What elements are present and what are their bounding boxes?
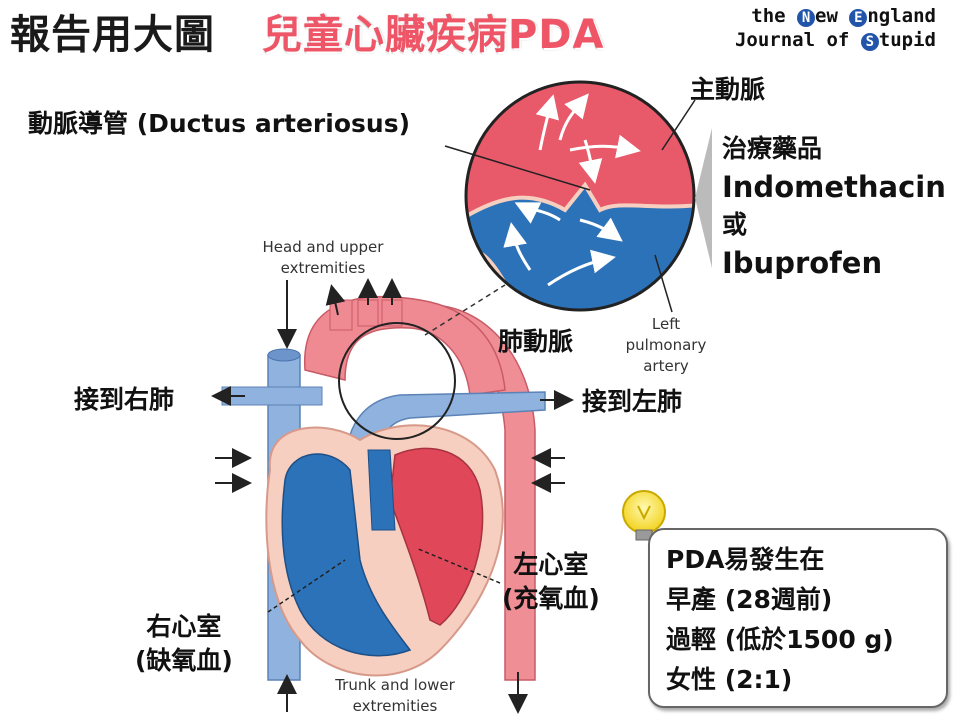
- left-ventricle: [389, 447, 484, 626]
- risk-callout-text: PDA易發生在 早產 (28週前) 過輕 (低於1500 g) 女性 (2:1): [666, 540, 894, 700]
- risk-line: PDA易發生在: [666, 545, 825, 574]
- aorta-label: 主動脈: [690, 75, 766, 104]
- trunk-lower-extremities-label: Trunk and lower extremities: [335, 676, 455, 715]
- treatment-heading: 治療藥品: [722, 134, 823, 163]
- to-right-lung-label: 接到右肺: [74, 385, 175, 414]
- risk-callout-box: [648, 528, 948, 708]
- risk-line: 過輕 (低於1500 g): [666, 625, 894, 654]
- to-left-lung-label: 接到左肺: [582, 387, 683, 416]
- right-ventricle: [281, 453, 412, 657]
- drug-or: 或: [722, 210, 748, 239]
- page-topic: 兒童心臟疾病PDA: [262, 12, 605, 58]
- head-upper-extremities-label: Head and upper extremities: [262, 238, 384, 277]
- ductus-arteriosus-label: 動脈導管 (Ductus arteriosus): [28, 109, 410, 138]
- left-pulmonary-artery-label: Left pulmonary artery: [625, 315, 707, 375]
- lightbulb-icon: [622, 490, 666, 541]
- right-ventricle-label: 右心室 (缺氧血): [135, 612, 233, 675]
- drug-ibuprofen: Ibuprofen: [722, 246, 883, 280]
- risk-line: 女性 (2:1): [666, 665, 793, 694]
- zoom-inset: [466, 82, 694, 310]
- left-ventricle-label: 左心室 (充氧血): [502, 550, 600, 613]
- risk-line: 早產 (28週前): [666, 585, 833, 614]
- aortic-arch: [304, 295, 506, 396]
- pulmonary-artery-label: 肺動脈: [498, 327, 574, 356]
- treatment-bracket: [695, 128, 712, 268]
- ductus-highlight-circle: [338, 322, 456, 440]
- treatment-drugs: 治療藥品 Indomethacin 或 Ibuprofen: [722, 130, 946, 282]
- page-title: 報告用大圖: [10, 12, 215, 58]
- drug-indomethacin: Indomethacin: [722, 170, 946, 204]
